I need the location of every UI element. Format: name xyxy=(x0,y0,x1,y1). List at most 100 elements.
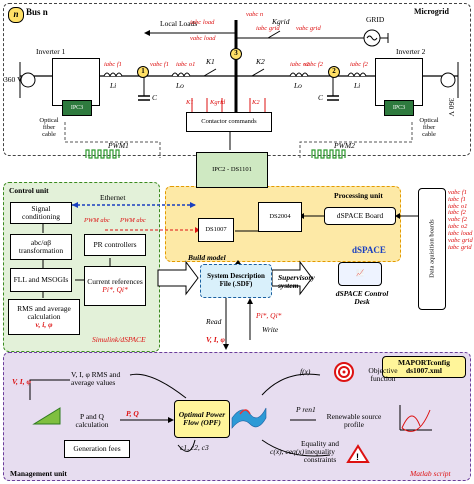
read-vars: V, I, φ xyxy=(206,335,225,344)
maport-config: MAPORTconfig ds1007.xml xyxy=(382,356,466,378)
cx-label: c(x), ceq(x) xyxy=(270,447,305,456)
local-loads-label: Local Loads xyxy=(160,19,198,28)
pwm2-label: PWM2 xyxy=(334,141,355,150)
daq-signal: iabc f2 xyxy=(448,209,466,217)
v-f1-label: vabc f1 xyxy=(150,61,169,68)
build-model-label: Build model xyxy=(188,253,226,262)
supervisory-label: Supervisory system xyxy=(278,273,315,290)
ethernet-label: Ethernet xyxy=(100,193,126,202)
optical-left: Optical fiber cable xyxy=(39,117,59,138)
ipc2-board: IPC2 - DS1101 xyxy=(196,152,268,188)
contactor-k1: K1 xyxy=(186,99,194,106)
abc-transformation: abc/αβ transformation xyxy=(10,234,72,260)
contactor-k2: K2 xyxy=(252,99,260,106)
signal-conditioning: Signal conditioning xyxy=(10,202,72,224)
write-label: Write xyxy=(262,325,279,334)
ipc2-label: IPC2 - DS1101 xyxy=(212,166,252,174)
write-vars: Pi*, Qi* xyxy=(256,311,282,320)
c-left-label: C xyxy=(152,93,158,102)
daq-signal: iabc load xyxy=(448,229,473,237)
bus-letter: n xyxy=(13,9,19,20)
vi-left-vars: V, I, φ xyxy=(12,377,31,386)
inverter1-label: Inverter 1 xyxy=(36,47,66,56)
fll-msogis: FLL and MSOGIs xyxy=(10,268,72,292)
rms-vars: v, i, φ xyxy=(35,320,53,330)
chart-icon: 📈 xyxy=(355,270,365,278)
daq-signal: iabc o1 xyxy=(448,202,468,210)
current-refs-vars: Pi*, Qi* xyxy=(102,285,128,294)
v-n-label: vabc n xyxy=(246,11,264,18)
inverter2-block xyxy=(375,58,423,106)
vi-rms-block: V, I, φ RMS and average values xyxy=(71,369,121,387)
fx-label: f(x) xyxy=(300,367,311,376)
v-grid-label: vabc grid xyxy=(296,25,321,32)
objective-function: Objective function xyxy=(368,365,398,383)
i-load-label: iabc load xyxy=(190,19,215,26)
daq-signal: vabc f1 xyxy=(448,189,467,196)
current-references: Current references Pi*, Qi* xyxy=(84,266,146,306)
fees-vars: c1, c2, c3 xyxy=(180,443,209,452)
daq-signal: iabc o2 xyxy=(448,223,468,231)
daq-signal: iabc f1 xyxy=(448,195,466,203)
k1-label: K1 xyxy=(206,57,215,66)
daq-label: Data aquisition boards xyxy=(428,219,436,279)
kgrid-label: Kgrid xyxy=(272,17,290,26)
lo-right-label: Lo xyxy=(294,81,302,90)
rms-calculation: RMS and average calculation v, i, φ xyxy=(8,299,80,335)
ipc3-right: IPC3 xyxy=(384,100,414,116)
i-f1-label: iabc f1 xyxy=(104,61,122,68)
inverter2-label: Inverter 2 xyxy=(396,47,426,56)
ipc3-left: IPC3 xyxy=(62,100,92,116)
daq-signal: vabc f2 xyxy=(448,216,467,224)
ds1007-board: DS1007 xyxy=(198,218,234,242)
node-2: 2 xyxy=(328,66,340,78)
rms-label: RMS and average calculation xyxy=(17,303,71,321)
pwm-label-b: PWM abc xyxy=(120,217,146,224)
simulink-label: Simulink/dSPACE xyxy=(92,335,146,344)
management-title: Management unit xyxy=(10,469,67,478)
pwm-label-a: PWM abc xyxy=(84,217,110,224)
daq-boards: Data aquisition boards xyxy=(418,188,446,310)
v-f2-label: vabc f2 xyxy=(304,61,323,68)
bus-label: Bus n xyxy=(26,7,48,17)
processing-title: Processing unit xyxy=(334,191,383,200)
dspace-brand: dSPACE xyxy=(352,245,386,255)
pr-controllers: PR controllers xyxy=(84,234,146,256)
inverter1-block xyxy=(52,58,100,106)
control-desk-label: dSPACE Control Desk xyxy=(335,289,389,306)
generation-fees: Generation fees xyxy=(64,440,130,458)
k2-label: K2 xyxy=(256,57,265,66)
node-3: 3 xyxy=(230,48,242,60)
control-desk-icon: 📈 xyxy=(338,262,382,286)
v-load-label: vabc load xyxy=(190,35,216,42)
i-o1-label: iabc o1 xyxy=(176,61,196,68)
optical-right: Optical fiber cable xyxy=(419,117,439,138)
bus-badge: n xyxy=(8,7,24,23)
vdc-right: 360 V xyxy=(447,98,456,117)
ds2004-board: DS2004 xyxy=(258,202,302,232)
i-f2-label: iabc f2 xyxy=(350,61,368,68)
opf-block: Optimal Power Flow (OPF) xyxy=(174,400,230,438)
current-refs-label: Current references xyxy=(87,276,143,286)
microgrid-title: Microgrid xyxy=(414,7,449,16)
li-right-label: Li xyxy=(354,81,361,90)
svg-text:!: ! xyxy=(356,452,359,462)
daq-signal-list: vabc f1 iabc f1 iabc o1 iabc f2 vabc f2 … xyxy=(448,189,473,251)
i-o2-label: iabc o2 xyxy=(290,61,310,68)
pwm1-label: PWM1 xyxy=(108,141,129,150)
matlab-label: Matlab script xyxy=(410,469,451,478)
node-1: 1 xyxy=(137,66,149,78)
constraints: Equality and inequality constraints xyxy=(300,438,340,465)
read-label: Read xyxy=(206,317,222,326)
li-left-label: Li xyxy=(110,81,117,90)
daq-signal: iabc grid xyxy=(448,243,472,251)
c-right-label: C xyxy=(318,93,324,102)
daq-signal: vabc grid xyxy=(448,236,473,244)
contactor-kgrid: Kgrid xyxy=(210,99,226,106)
grid-label: GRID xyxy=(366,15,385,24)
i-grid-label: iabc grid xyxy=(256,25,280,32)
dspace-board: dSPACE Board xyxy=(324,207,396,225)
sdf-file: System Description File (.SDF) xyxy=(200,264,272,298)
pq-calculation: P and Q calculation xyxy=(75,411,109,429)
vdc-left: 360 V xyxy=(4,75,23,84)
